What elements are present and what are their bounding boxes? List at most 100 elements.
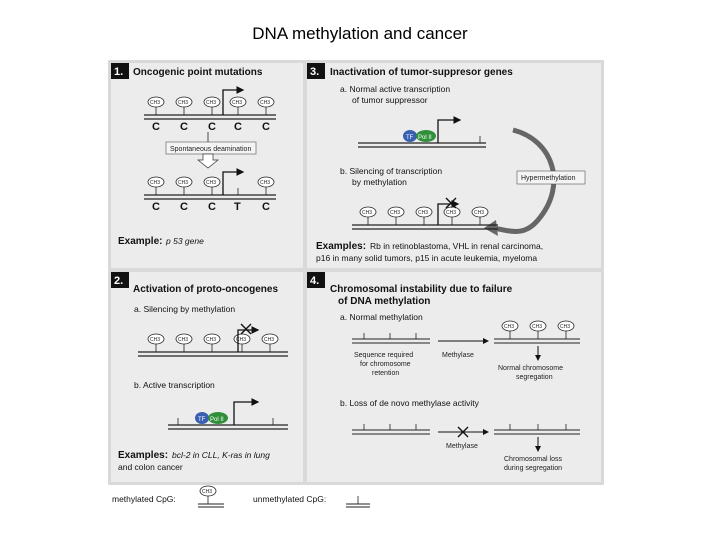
- svg-text:CH3: CH3: [560, 324, 570, 330]
- panel-2: [111, 272, 303, 482]
- panel-2-silenced-strand: CH3 CH3 CH3 CH3 CH3: [138, 323, 288, 357]
- panel-4-seq-line3: retention: [372, 370, 399, 377]
- panel-3-pol-label: Pol II: [418, 135, 432, 141]
- panel-2-examples-line1: bcl-2 in CLL, K-ras in lung: [172, 450, 270, 460]
- svg-text:CH3: CH3: [150, 180, 160, 186]
- panel-1-base-bottom-4: T: [234, 201, 241, 213]
- panel-2-number-badge: [111, 272, 129, 288]
- svg-text:CH3: CH3: [150, 337, 160, 343]
- panel-2-a-label: a. Silencing by methylation: [134, 304, 235, 314]
- panel-1-bottom-strand: CH3 CH3 CH3 CH3: [144, 168, 276, 200]
- panel-1-base-bottom-3: C: [208, 201, 216, 213]
- panel-2-heading: Activation of proto-oncogenes: [133, 284, 278, 295]
- legend-methylated-label: methylated CpG:: [112, 494, 176, 504]
- panel-3-a-line1: a. Normal active transcription: [340, 84, 450, 94]
- panel-1-heading: Oncogenic point mutations: [133, 67, 263, 78]
- panel-4-loss-line2: during segregation: [504, 465, 562, 472]
- panel-4-number-badge: [307, 272, 325, 288]
- svg-text:CH3: CH3: [446, 210, 456, 216]
- panel-4-normal-strand-right: CH3 CH3 CH3: [494, 320, 580, 344]
- panel-3-active-strand: [358, 116, 486, 148]
- panel-4-loss-line1: Chromosomal loss: [504, 456, 562, 463]
- panel-1-top-strand: CH3 CH3 CH3 CH3 CH3: [144, 86, 276, 120]
- svg-text:CH3: CH3: [206, 100, 216, 106]
- svg-text:CH3: CH3: [206, 337, 216, 343]
- panel-4-heading-line1: Chromosomal instability due to failure: [330, 284, 513, 295]
- svg-text:CH3: CH3: [202, 489, 212, 495]
- panel-1-base-top-3: C: [208, 121, 216, 133]
- panel-3-number-badge: [307, 63, 325, 79]
- down-arrow-icon: [197, 153, 219, 169]
- svg-text:CH3: CH3: [532, 324, 542, 330]
- panel-2-tf-label: TF: [198, 417, 206, 423]
- svg-text:CH3: CH3: [178, 100, 188, 106]
- blocked-x-icon: [457, 426, 469, 438]
- panel-4: [307, 272, 601, 482]
- deamination-label: Spontaneous deamination: [170, 146, 251, 153]
- panel-3-a-line2: of tumor suppressor: [352, 95, 428, 105]
- page-title: DNA methylation and cancer: [252, 24, 468, 43]
- svg-text:CH3: CH3: [178, 337, 188, 343]
- panel-3-examples-label: Examples:: [316, 241, 366, 252]
- panel-4-methylase-b-label: Methylase: [446, 443, 478, 450]
- panel-2-number: 2.: [114, 275, 123, 287]
- panel-1-base-bottom-1: C: [152, 201, 160, 213]
- panel-1-base-bottom-5: C: [262, 201, 270, 213]
- svg-text:CH3: CH3: [232, 100, 242, 106]
- panel-4-b-label: b. Loss of de novo methylase activity: [340, 398, 480, 408]
- panel-1-base-top-1: C: [152, 121, 160, 133]
- panel-3-silenced-strand: CH3 CH3 CH3 CH3 CH3: [352, 197, 498, 230]
- panel-1-number-badge: [111, 63, 129, 79]
- blocked-x-icon: [240, 323, 252, 335]
- blocked-x-icon: [445, 197, 457, 209]
- hypermethylation-arrowhead: [484, 220, 498, 236]
- panel-4-heading-line2: of DNA methylation: [338, 296, 430, 307]
- panel-3-b-line2: by methylation: [352, 177, 407, 187]
- panel-4-number: 4.: [310, 275, 319, 287]
- svg-text:CH3: CH3: [418, 210, 428, 216]
- svg-text:CH3: CH3: [150, 100, 160, 106]
- panel-4-loss-strand-right: [494, 424, 580, 435]
- panel-4-normal-line2: segregation: [516, 374, 553, 381]
- panel-2-examples-label: Examples:: [118, 450, 168, 461]
- panel-1-example-label: Example:: [118, 236, 162, 247]
- panel-4-loss-strand-left: [352, 424, 430, 435]
- panel-4-seq-line2: for chromosome: [360, 361, 411, 368]
- svg-text:CH3: CH3: [260, 100, 270, 106]
- panel-2-examples-line2: and colon cancer: [118, 462, 183, 472]
- panel-2-active-strand: [168, 398, 288, 430]
- svg-text:CH3: CH3: [474, 210, 484, 216]
- hypermethylation-label: Hypermethylation: [521, 175, 576, 182]
- panel-1-example-text: p 53 gene: [165, 236, 204, 246]
- panel-3-tf-label: TF: [406, 135, 414, 141]
- panel-3-b-line1: b. Silencing of transcription: [340, 166, 442, 176]
- svg-text:CH3: CH3: [260, 180, 270, 186]
- svg-text:CH3: CH3: [504, 324, 514, 330]
- panel-4-seq-line1: Sequence required: [354, 352, 413, 359]
- panel-3-examples-line1: Rb in retinoblastoma, VHL in renal carci…: [370, 241, 543, 251]
- svg-text:CH3: CH3: [264, 337, 274, 343]
- legend-unmethylated-label: unmethylated CpG:: [253, 494, 326, 504]
- svg-text:CH3: CH3: [390, 210, 400, 216]
- panel-1-number: 1.: [114, 66, 123, 78]
- panel-1-base-bottom-2: C: [180, 201, 188, 213]
- hypermethylation-box: [516, 170, 586, 185]
- panel-4-methylase-label: Methylase: [442, 352, 474, 359]
- svg-text:CH3: CH3: [362, 210, 372, 216]
- panel-3-heading: Inactivation of tumor-suppresor genes: [330, 67, 513, 78]
- panel-2-pol-label: Pol II: [210, 417, 224, 423]
- panel-4-normal-line1: Normal chromosome: [498, 365, 563, 372]
- panel-1-base-top-4: C: [234, 121, 242, 133]
- svg-text:CH3: CH3: [178, 180, 188, 186]
- svg-text:CH3: CH3: [236, 337, 246, 343]
- panel-4-a-label: a. Normal methylation: [340, 312, 423, 322]
- panel-3-number: 3.: [310, 66, 319, 78]
- panel-4-normal-strand-left: [352, 333, 430, 344]
- panel-1-base-top-5: C: [262, 121, 270, 133]
- legend-methylated-symbol: CH3: [198, 485, 224, 508]
- panel-2-b-label: b. Active transcription: [134, 380, 215, 390]
- hypermethylation-arrow: [492, 127, 557, 234]
- svg-text:CH3: CH3: [206, 180, 216, 186]
- legend-unmethylated-symbol: [346, 496, 370, 508]
